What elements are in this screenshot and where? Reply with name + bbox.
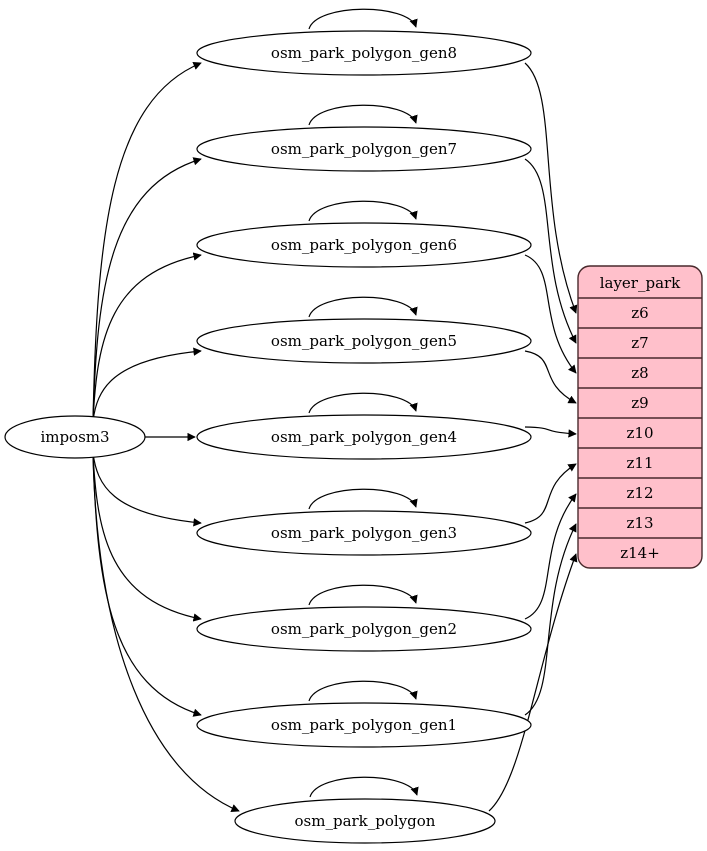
layer-park-row-label: z10 <box>627 424 654 442</box>
table-node-label: osm_park_polygon_gen4 <box>271 428 457 446</box>
layer-park-row-label: z9 <box>631 394 648 412</box>
layer-park-row-label: z14+ <box>620 544 660 562</box>
table-node-osm_park_polygon_gen3[interactable] <box>196 510 532 556</box>
edge-osm_park_polygon_gen1-to-z13 <box>524 523 577 716</box>
layer-park-row-label: z11 <box>627 454 654 472</box>
edge-osm_park_polygon_gen2-to-z12 <box>524 493 577 620</box>
table-node-osm_park_polygon_gen5[interactable] <box>196 318 532 364</box>
table-node-osm_park_polygon_gen7[interactable] <box>196 126 532 172</box>
table-node-label: osm_park_polygon_gen2 <box>271 620 457 638</box>
table-node-label: osm_park_polygon_gen6 <box>271 236 457 254</box>
edge-imposm3-to-osm_park_polygon <box>92 452 240 812</box>
self-loop-edge <box>308 8 418 30</box>
edge-osm_park_polygon_gen5-to-z9 <box>524 350 577 404</box>
edge-osm_park_polygon_gen4-to-z10 <box>524 426 577 438</box>
layer-park-table: layer_park z6 z7 z8 z9 z10 z11 z12 z13 z14+ <box>577 265 703 569</box>
table-node-osm_park_polygon_gen1[interactable] <box>196 702 532 748</box>
table-node-label: osm_park_polygon_gen1 <box>271 716 457 734</box>
edges-to-layer-park <box>488 62 578 812</box>
table-node-label: osm_park_polygon_gen8 <box>271 44 457 62</box>
self-loop-edge <box>308 296 418 318</box>
edge-osm_park_polygon-to-z14+ <box>488 553 578 812</box>
table-node-osm_park_polygon_gen8[interactable] <box>196 30 532 76</box>
layer-park-row-label: z6 <box>631 304 648 322</box>
source-node-label: imposm3 <box>40 428 109 446</box>
edge-imposm3-to-osm_park_polygon_gen8 <box>92 62 202 422</box>
edge-imposm3-to-osm_park_polygon_gen3 <box>92 452 202 527</box>
ellipse-nodes: osm_park_polygon_gen8 osm_park_polygon_ge… <box>196 30 532 844</box>
edge-imposm3-to-osm_park_polygon_gen5 <box>92 347 202 422</box>
self-loop-edge <box>308 392 418 414</box>
layer-park-row-label: z8 <box>631 364 648 382</box>
self-loop-edge <box>308 680 418 702</box>
table-node-osm_park_polygon_gen2[interactable] <box>196 606 532 652</box>
source-node-imposm3[interactable] <box>4 415 146 459</box>
self-loop-edge <box>309 776 419 798</box>
edge-imposm3-to-osm_park_polygon_gen7 <box>92 157 202 422</box>
table-node-label: osm_park_polygon_gen5 <box>271 332 457 350</box>
self-loop-edge <box>308 488 418 510</box>
table-node-osm_park_polygon_gen6[interactable] <box>196 222 532 268</box>
layer-park-header-label: layer_park <box>600 274 681 292</box>
edge-imposm3-to-osm_park_polygon_gen2 <box>92 452 202 622</box>
source-node-group: imposm3 <box>4 415 146 459</box>
layer-park-row-label: z12 <box>627 484 654 502</box>
edge-osm_park_polygon_gen8-to-z6 <box>524 62 578 314</box>
table-node-label: osm_park_polygon_gen3 <box>271 524 457 542</box>
edge-imposm3-to-osm_park_polygon_gen6 <box>92 252 202 422</box>
self-loop-edges <box>308 8 419 798</box>
table-node-osm_park_polygon_gen4[interactable] <box>196 414 532 460</box>
layer-park-body[interactable] <box>577 265 703 569</box>
layer-park-row-label: z13 <box>627 514 654 532</box>
layer-park-row-label: z7 <box>631 334 648 352</box>
self-loop-edge <box>308 104 418 126</box>
table-node-osm_park_polygon[interactable] <box>234 798 496 844</box>
edge-osm_park_polygon_gen7-to-z7 <box>524 158 577 344</box>
edge-osm_park_polygon_gen6-to-z8 <box>524 254 577 374</box>
table-node-label: osm_park_polygon <box>295 812 436 830</box>
self-loop-edge <box>308 584 418 606</box>
self-loop-edge <box>308 200 418 222</box>
edges-from-imposm3 <box>92 62 240 812</box>
table-node-label: osm_park_polygon_gen7 <box>271 140 457 158</box>
edge-imposm3-to-osm_park_polygon_gen1 <box>92 452 202 717</box>
edge-osm_park_polygon_gen3-to-z11 <box>524 463 577 524</box>
